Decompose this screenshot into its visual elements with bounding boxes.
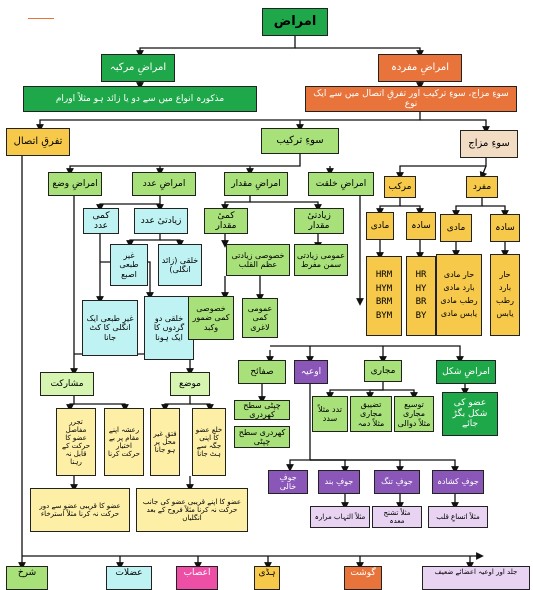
amraz-miqdar: امراضِ مقدار bbox=[224, 172, 288, 196]
mufrad-maddi-list: حار مادی بارد مادی رطب مادی یابس مادی bbox=[436, 254, 482, 336]
juf-band-leaf: مثلاً التہاب مرارہ bbox=[310, 506, 370, 528]
juf-tang-leaf: مثلاً تشنج معدہ bbox=[372, 506, 422, 528]
safaih-chapti: چپٹی سطح کھردری bbox=[234, 400, 290, 420]
bottom-gosht: گوشت bbox=[344, 566, 382, 590]
kami-ghair-tabai: غیر طبعی ایک انگلی کا کٹ جانا bbox=[82, 300, 138, 356]
mufrada-desc: سوءِ مزاج، سوءِ ترکیب اور تفرقِ اتصال می… bbox=[305, 86, 517, 112]
mufrad-sada-list: حار بارد رطب یابس bbox=[490, 254, 520, 336]
murakkab-sada: سادہ bbox=[406, 212, 436, 240]
amraz-adad: امراضِ عدد bbox=[132, 172, 196, 196]
bottom-sharkh: شرخ bbox=[6, 566, 48, 590]
mushrakat-tajarrur: تجرر مفاصل عضو کا حرکت کے قابل نہ رہنا bbox=[56, 408, 96, 476]
bottom-asaab: اعصاب bbox=[176, 566, 218, 590]
khususi-ziyadati: خصوصی زیادتی عظم القلب bbox=[226, 244, 290, 276]
juf-tang: جوفِ تنگ bbox=[374, 470, 420, 494]
juf-kushada: جوفِ کشادہ bbox=[432, 470, 484, 494]
tafarruq-ittisal: تفرقِ اتصال bbox=[6, 128, 70, 156]
amraz-waza: امراضِ وضع bbox=[48, 172, 102, 196]
umumi-kami: عمومی کمی لاغری bbox=[242, 298, 278, 338]
kami-miqdar: کمیٔ مقدار bbox=[204, 208, 248, 234]
amraz-khilqat: امراضِ خلقت bbox=[308, 172, 374, 196]
soo-tarkeeb: سوءِ ترکیب bbox=[261, 128, 339, 154]
mauza: موضع bbox=[170, 372, 210, 396]
juf-band: جوفِ بند bbox=[318, 470, 360, 494]
decorative-dash bbox=[28, 18, 54, 19]
mufrad-sada: سادہ bbox=[490, 214, 520, 242]
ziyadati-adad: زیادتیٔ عدد bbox=[134, 208, 188, 234]
juf-khali: جوفِ خالی bbox=[268, 470, 308, 494]
kami-adad: کمی عدد bbox=[83, 208, 119, 234]
mufrada-title: امراضِ مفردہ bbox=[378, 54, 462, 82]
mufrad-maddi: مادی bbox=[440, 214, 472, 242]
auiya: اوعیہ bbox=[294, 360, 328, 384]
bottom-haddi: ہڈی bbox=[254, 566, 280, 590]
kami-khilqi-do: خلقی دو گردوں کا ایک ہونا bbox=[144, 296, 194, 360]
khilqi-zaid-ungli: خلقی (زائد انگلی) bbox=[158, 244, 202, 286]
qurbi-door: عضو کا قریبی عضو سے دور حرکت نہ کرنا مثل… bbox=[30, 488, 130, 532]
safaih: صفائح bbox=[238, 360, 286, 384]
safaih-khurdari: کھردری سطح چپٹی bbox=[234, 426, 290, 448]
murakkab-title: امراضِ مرکبہ bbox=[101, 54, 175, 82]
murakkab-maddi: مادی bbox=[366, 212, 394, 240]
juf-kushada-leaf: مثلاً اتساعِ قلب bbox=[428, 506, 488, 528]
root-node: امراض bbox=[262, 8, 328, 36]
mauza-khala: خلع عضو کا اپنی جگہ سے ہٹ جانا bbox=[192, 408, 226, 476]
bottom-jild: جلد اور اوعیہ اعضائے ضعیف bbox=[422, 566, 530, 590]
codes-maddi: HRM HYM BRM BYM bbox=[366, 256, 402, 336]
mizaj-mufrad: مفرد bbox=[466, 176, 498, 198]
mauza-fatq: فتق غیر محل پر ہو جانا bbox=[150, 408, 180, 476]
majari-tadad: تدد مثلاً سدد bbox=[312, 396, 348, 432]
codes-sada: HR HY BR BY bbox=[406, 256, 436, 336]
soo-mizaj: سوءِ مزاج bbox=[460, 130, 518, 158]
amraz-shakl: امراضِ شکل bbox=[436, 360, 496, 384]
mizaj-murakkab: مرکب bbox=[384, 176, 416, 198]
majari-tazyeeq: تضییق مجاری مثلاً دمہ bbox=[350, 396, 392, 432]
ghair-tabai-asba: غیر طبعی اصبع bbox=[110, 244, 148, 286]
ziyadati-miqdar: زیادتیٔ مقدار bbox=[294, 208, 344, 234]
murakkab-desc: مذکورہ انواع میں سے دو یا زائد ہو مثلاً … bbox=[23, 86, 257, 112]
umumi-ziyadati: عمومی زیادتی سمن مفرط bbox=[294, 244, 348, 276]
bottom-azlaat: عضلات bbox=[106, 566, 152, 590]
khususi-kami: خصوصی کمی ضمور وکبد bbox=[188, 296, 234, 340]
majari-tausee: توسیع مجاری مثلاً دوالی bbox=[394, 396, 434, 432]
shakl-leaf: عضو کی شکل بگڑ جائے bbox=[442, 392, 498, 436]
mushrakat-asha: رعشہ اپنے مقام پر بے اختیار حرکت کرنا bbox=[104, 408, 144, 476]
majari: مجاری bbox=[364, 360, 402, 382]
qurbi-janib: عضو کا اپنے قریبی عضو کی جانب حرکت نہ کر… bbox=[136, 488, 248, 532]
mushrakat: مشارکت bbox=[40, 372, 94, 396]
